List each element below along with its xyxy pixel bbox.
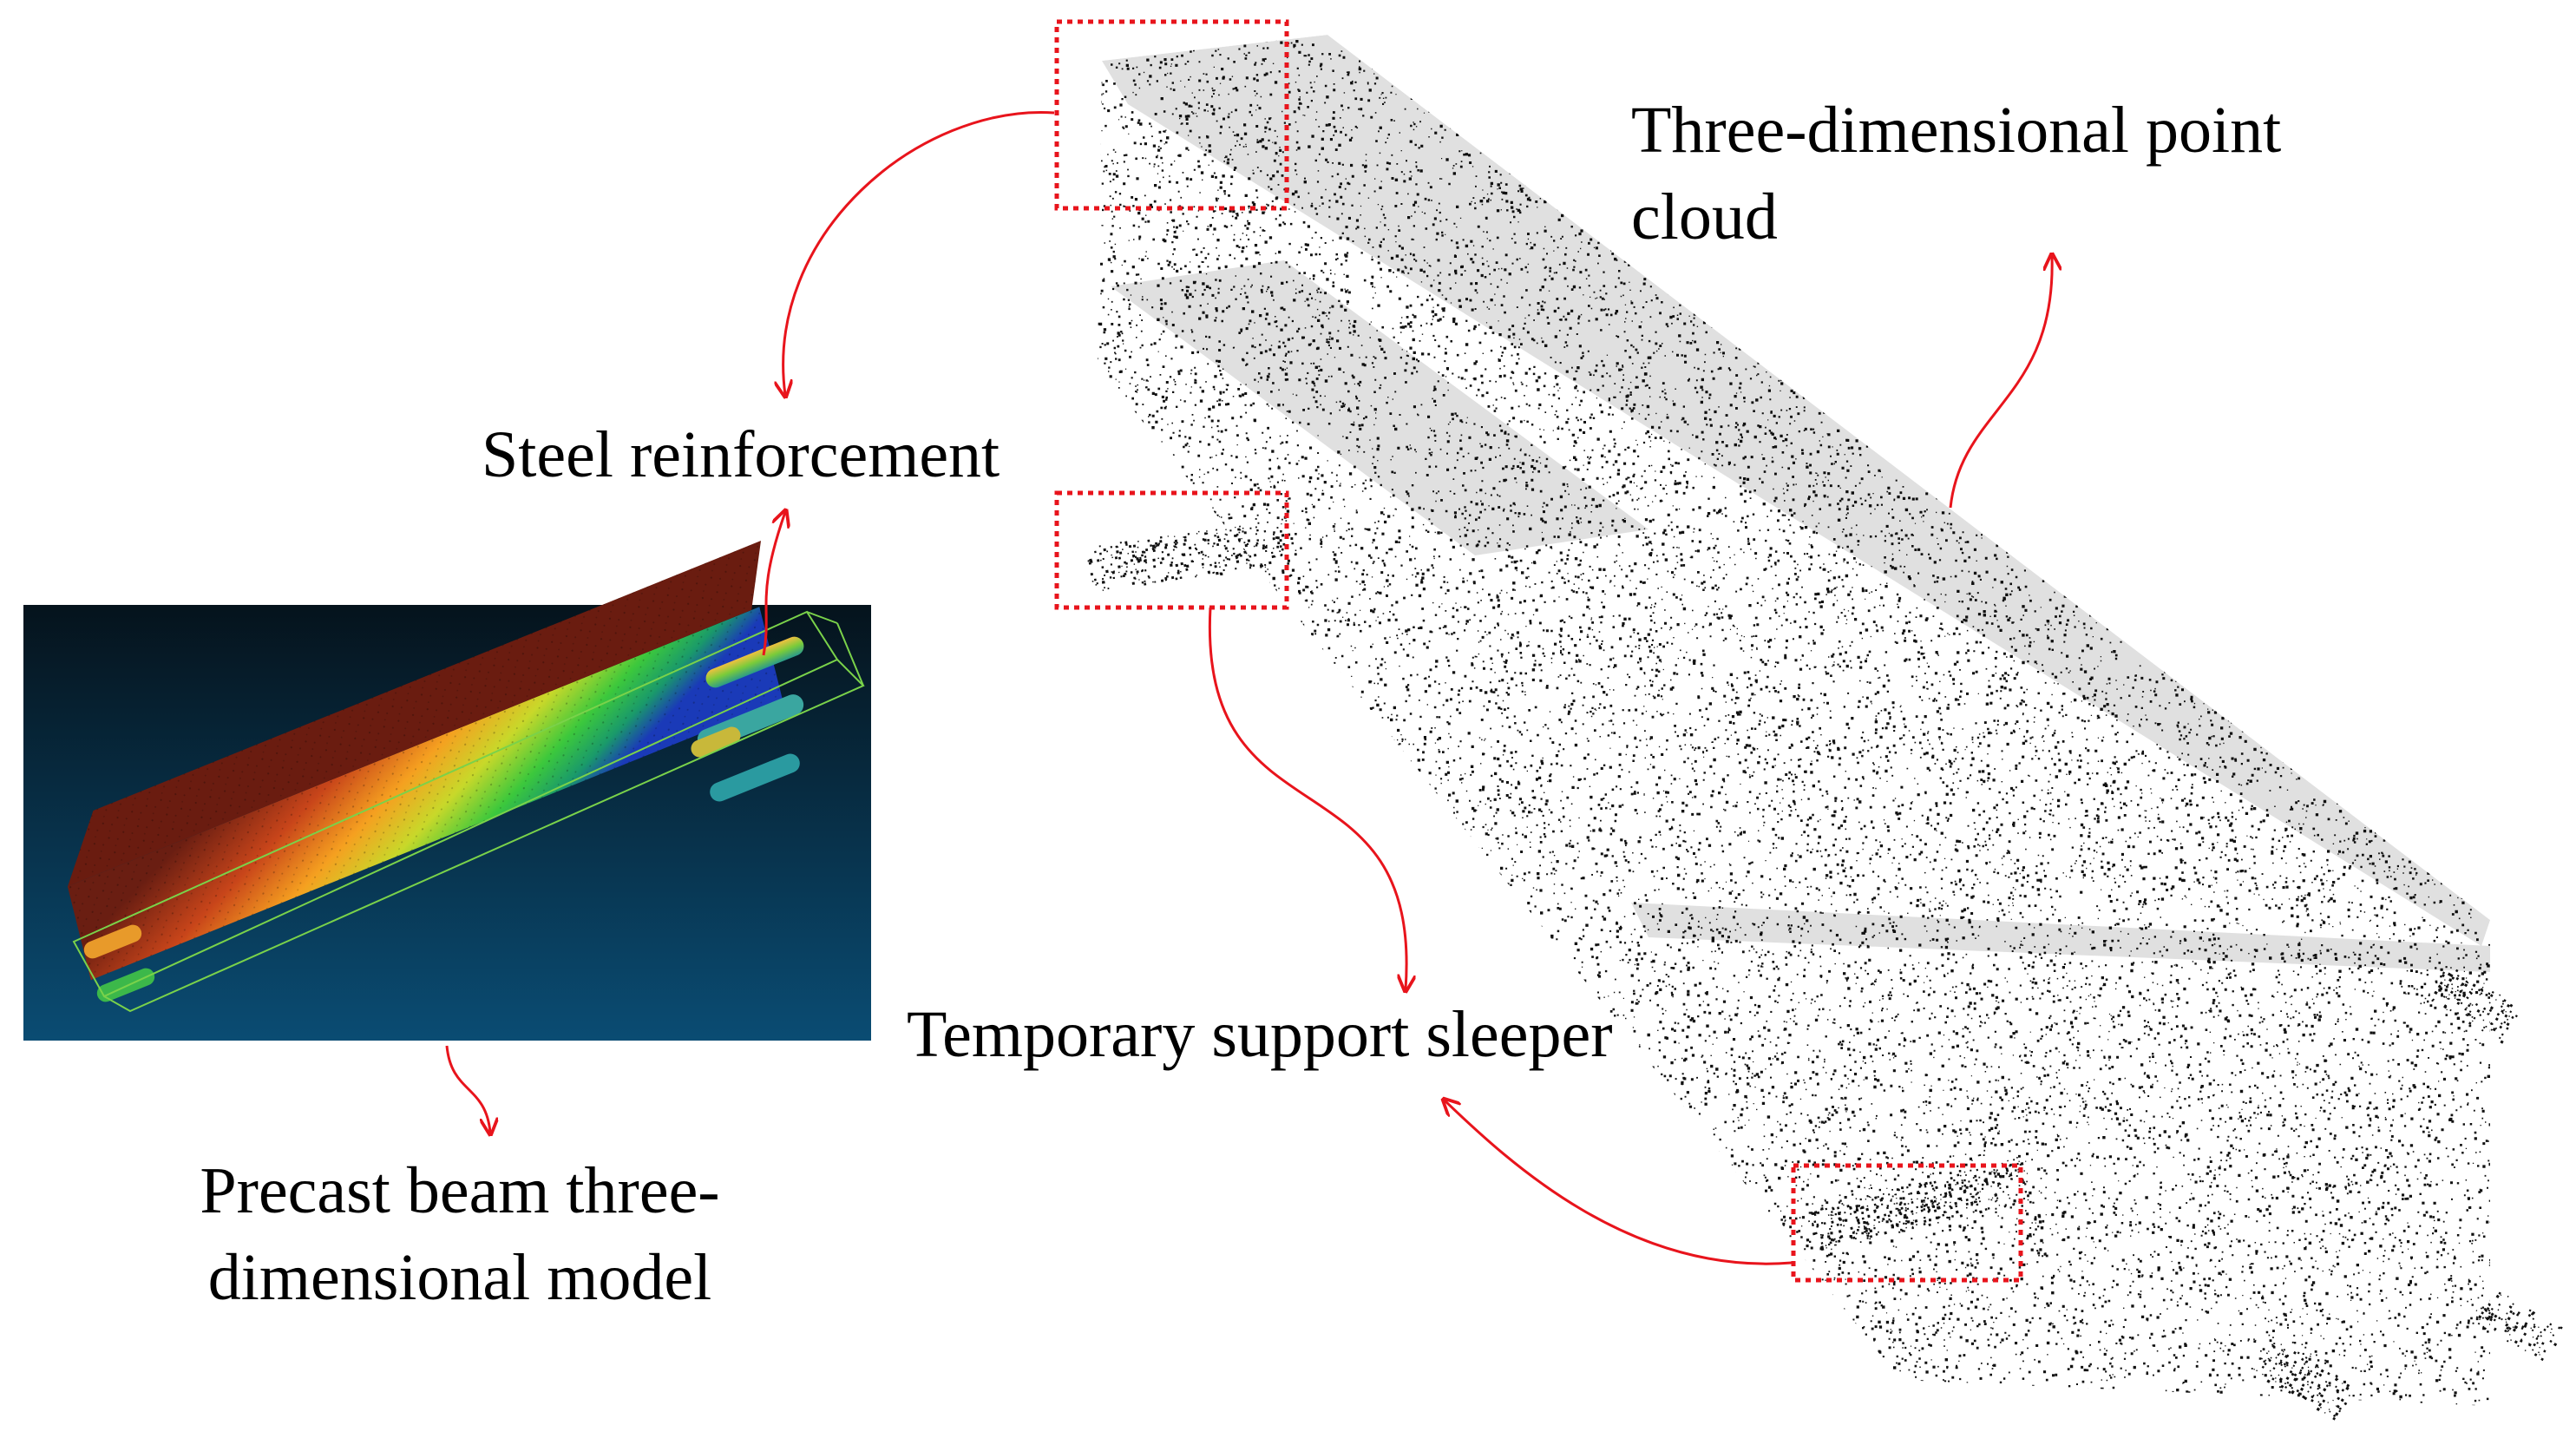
label-precast-model-line1: Precast beam three- [200,1154,720,1227]
point-cloud-facet-shade [1631,903,2490,972]
label-precast-model-line2: dimensional model [207,1241,712,1314]
point-cloud-points [1098,35,2490,1406]
label-point-cloud-line1: Three-dimensional point [1631,94,2282,167]
label-temporary-support-sleeper: Temporary support sleeper [907,998,1613,1071]
point-cloud-protrusion [1087,521,1290,591]
highlight-box-sleeper-bottom [1791,1163,2023,1283]
point-cloud-extras [1087,521,2563,1421]
arrow-model-to-steel-label [762,512,785,656]
model-bounding-box [72,610,865,1013]
arrow-sleeper-top-to-label [1208,607,1406,989]
arrow-model-to-precast-label [445,1045,490,1133]
model-beam-body [67,541,783,981]
arrow-sleeper-bottom-to-label [1445,1100,1793,1265]
precast-beam-model [23,541,871,1041]
connector-arrows [445,111,2052,1265]
point-cloud-facet-shade [1102,35,2490,946]
model-reinforcement-bars [691,636,804,802]
highlight-boxes [1054,19,2023,1283]
point-cloud-beam [1087,35,2563,1421]
label-point-cloud-line2: cloud [1631,181,1778,253]
arrow-cloud-to-label [1949,256,2052,509]
point-cloud-facet-shade [1111,260,1649,555]
label-steel-reinforcement: Steel reinforcement [482,418,1000,491]
point-cloud-stipple [1098,35,2490,1406]
highlight-box-steel [1054,19,1289,211]
highlight-box-sleeper-top [1054,490,1289,610]
arrow-steel-box-to-label [783,111,1055,395]
